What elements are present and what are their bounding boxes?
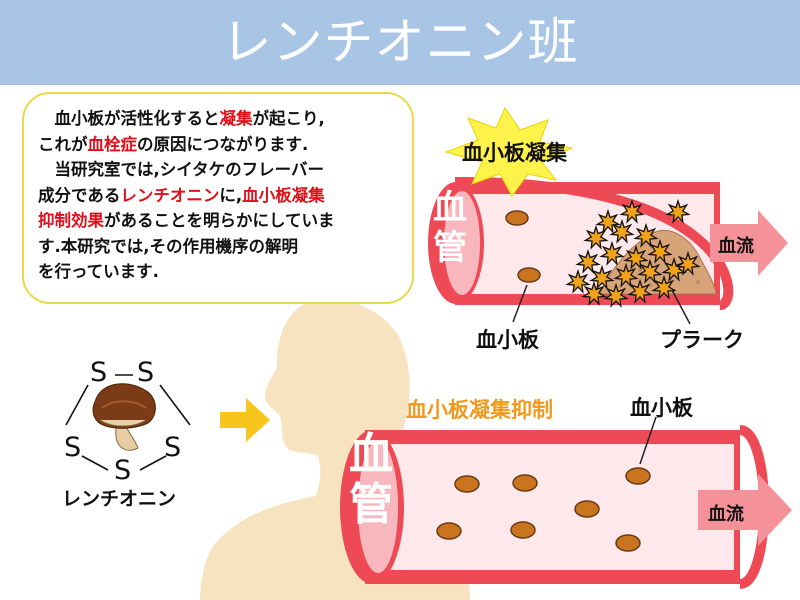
page-title: レンチオニン班 [221,13,579,71]
activated-platelet [647,238,673,264]
platelet [436,522,462,540]
top-platelet-label: 血小板 [476,328,539,352]
activated-platelet [619,198,645,224]
activated-platelet [665,198,691,224]
plaque-label: プラーク [660,328,744,352]
aggregation-burst [444,106,574,197]
sulfur-atom: S [137,357,155,388]
aggregation-label: 血小板凝集 [462,141,567,165]
shiitake-mushroom-icon [92,383,156,451]
header-bar [0,0,800,85]
bottom-platelet-label: 血小板 [630,396,693,420]
activated-platelet [589,264,615,290]
activated-platelet [595,208,621,234]
sulfur-atom: S [64,432,82,463]
platelet [625,467,651,485]
platelet [517,267,541,283]
activated-platelet-cluster [565,198,701,308]
activated-platelet [627,278,653,304]
platelet [505,210,529,226]
inhibition-label: 血小板凝集抑制 [406,398,553,422]
activated-platelet [583,224,609,250]
platelet [615,534,641,552]
lenthionine-bonds [65,374,191,471]
top-flow-arrow [710,210,788,276]
activated-platelet [603,282,629,308]
activated-platelet [623,244,649,270]
sulfur-atom: S [114,455,132,486]
description-line: 成分であるレンチオニンに,血小板凝集 [38,185,325,205]
description-line: これが血栓症の原因につながります. [38,134,309,154]
yellow-arrow [220,398,270,442]
activated-platelet [651,274,677,300]
platelet [512,474,538,492]
bottom-flow-arrow [698,474,792,546]
bottom-flow-label: 血流 [708,504,744,525]
platelet [454,475,480,493]
bottom-platelets [436,467,651,552]
activated-platelet [599,240,625,266]
description-line: を行っています. [38,262,159,281]
activated-platelet [575,248,601,274]
sulfur-atom: S [90,357,108,388]
sulfur-atom: S [164,432,182,463]
activated-platelet [633,222,659,248]
platelet [510,521,536,539]
activated-platelet [613,262,639,288]
description-line: 血小板が活性化すると凝集が起こり, [38,109,325,128]
description-line: す.本研究では,その作用機序の解明 [38,236,299,256]
platelet [574,500,600,518]
description-line: 抑制効果があることを明らかにしていま [38,211,335,230]
description-line: 当研究室では,シイタケのフレーバー [38,160,324,179]
description-box: 血小板が活性化すると凝集が起こり, これが血栓症の原因につながります. 当研究室… [22,92,414,304]
activated-platelet [675,250,701,276]
activated-platelet [581,280,607,306]
activated-platelet [637,258,663,284]
bottom-vessel-label: 血管 [349,429,393,530]
top-vessel-label: 血管 [433,188,467,268]
molecule-name: レンチオニン [62,488,177,510]
activated-platelet [565,268,591,294]
activated-platelet [609,218,635,244]
top-flow-label: 血流 [718,236,754,257]
